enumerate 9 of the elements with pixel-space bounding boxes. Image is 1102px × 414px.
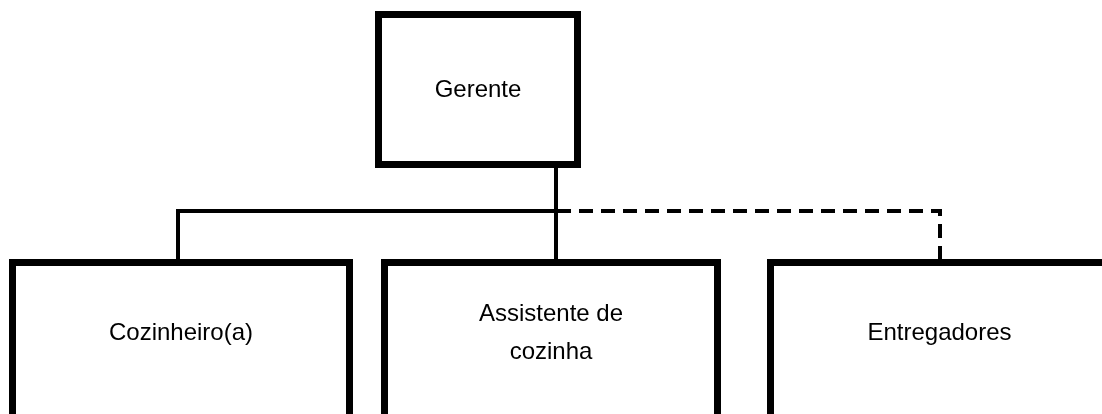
connector-line [554,168,942,259]
box-label: Entregadores [867,316,1012,347]
box-label: Assistente de cozinha [477,297,625,366]
box-label: Gerente [434,74,522,105]
org-box [375,11,581,168]
org-box [767,259,1102,414]
box-label: Cozinheiro(a) [108,316,254,347]
org-box [381,259,721,414]
org-box [9,259,353,414]
